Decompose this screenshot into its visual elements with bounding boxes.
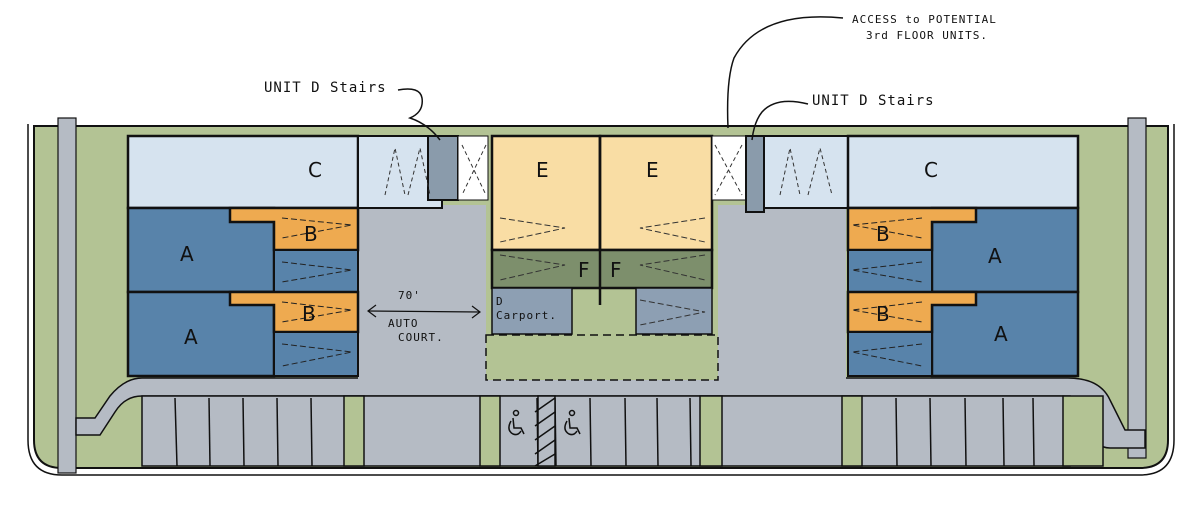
unit-label-b-right-2: B — [876, 302, 890, 326]
right-auto-court — [718, 205, 846, 380]
annotation-left-unit-d-stairs: UNIT D Stairs — [264, 80, 387, 96]
unit-f-strip — [490, 248, 714, 290]
unit-label-a-left-1: A — [180, 242, 194, 266]
unit-label-c-left: C — [308, 158, 322, 182]
carport-right — [635, 287, 713, 335]
unit-label-b-left-2: B — [302, 302, 316, 326]
garage-right-2 — [847, 331, 933, 377]
annotation-carport-line1: D — [496, 295, 504, 308]
garage-right-1 — [847, 249, 933, 293]
unit-e-left — [490, 134, 602, 252]
unit-d-stairs-left — [427, 135, 459, 201]
parking-row — [141, 395, 1071, 467]
accessible-parking-icon — [508, 409, 525, 436]
accessible-parking-icon — [564, 409, 581, 436]
right-walkway — [1127, 117, 1147, 459]
unit-e-right — [598, 134, 714, 252]
unit-label-c-right: C — [924, 158, 938, 182]
annotation-carport-line2: Carport. — [496, 309, 557, 322]
left-walkway — [57, 117, 77, 474]
carport-left — [491, 287, 573, 335]
annotation-right-unit-d-stairs: UNIT D Stairs — [812, 93, 935, 109]
unit-label-e-right: E — [646, 158, 659, 182]
annotation-third-floor-access-line1: ACCESS to POTENTIAL — [852, 13, 997, 26]
unit-label-f-left: F — [578, 258, 590, 282]
unit-label-b-right-1: B — [876, 222, 890, 246]
auto-court-dimension — [367, 304, 481, 319]
left-auto-court — [358, 205, 486, 380]
annotation-auto-court-dimension: 70' — [398, 289, 421, 302]
unit-label-a-right-2: A — [994, 322, 1008, 346]
unit-label-e-left: E — [536, 158, 549, 182]
leader-right-stairs — [751, 100, 809, 141]
garage-left-2 — [273, 331, 359, 377]
stair-court-right — [763, 135, 849, 209]
unit-d-stairs-right — [745, 135, 765, 213]
unit-c-right — [846, 134, 1080, 210]
annotation-third-floor-access-line2: 3rd FLOOR UNITS. — [866, 29, 988, 42]
unit-label-b-left-1: B — [304, 222, 318, 246]
unit-c-left — [126, 134, 360, 210]
leader-left-stairs — [397, 88, 441, 141]
unit-label-f-right: F — [610, 258, 622, 282]
annotation-auto-court-line2: COURT. — [398, 331, 444, 344]
annotation-auto-court-line1: AUTO — [388, 317, 419, 330]
accessible-aisle-hatch — [534, 395, 556, 467]
unit-label-a-right-1: A — [988, 244, 1002, 268]
unit-label-a-left-2: A — [184, 325, 198, 349]
leader-third-floor — [726, 16, 844, 129]
